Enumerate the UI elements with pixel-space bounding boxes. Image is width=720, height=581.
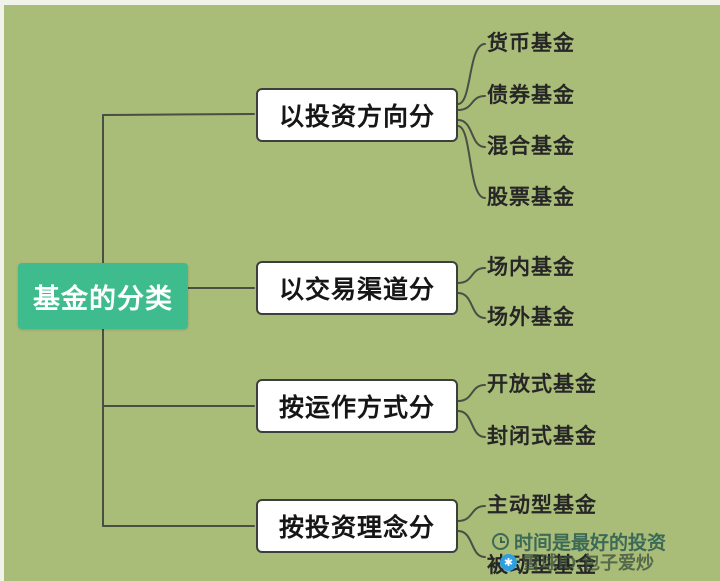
leaf-open-end-fund: 开放式基金: [487, 373, 597, 396]
left-border-strip: [0, 0, 4, 581]
leaf-connector: [457, 119, 486, 148]
branch-label: 按投资理念分: [278, 514, 435, 542]
leaf-active-fund: 主动型基金: [487, 494, 597, 517]
leaf-on-exchange-fund: 场内基金: [487, 256, 575, 279]
branch-node-investment-direction: 以投资方向分: [256, 88, 458, 142]
branch-label: 按运作方式分: [278, 394, 435, 422]
branch-label: 以交易渠道分: [278, 276, 435, 304]
branch-node-trading-channel: 以交易渠道分: [256, 261, 458, 315]
leaf-connector: [457, 95, 486, 111]
branch-label: 以投资方向分: [278, 103, 435, 131]
root-node-fund-classification: 基金的分类: [18, 263, 188, 329]
watermark-slogan-text: 时间是最好的投资: [514, 533, 667, 554]
watermark-id-text: 雪球ID:包子爱炒: [522, 553, 654, 573]
leaf-stock-fund: 股票基金: [487, 186, 575, 209]
root-label: 基金的分类: [33, 283, 173, 314]
branch-connector-1: [102, 113, 255, 116]
leaf-bond-fund: 债券基金: [487, 84, 575, 107]
xueqiu-logo-icon: ✱: [500, 553, 517, 571]
leaf-connector: [457, 505, 486, 522]
clock-icon: [492, 533, 509, 550]
leaf-money-fund: 货币基金: [487, 32, 575, 55]
leaf-hybrid-fund: 混合基金: [487, 135, 575, 158]
leaf-connector: [457, 384, 486, 402]
leaf-connector: [457, 292, 486, 319]
leaf-connector: [457, 43, 486, 105]
leaf-closed-end-fund: 封闭式基金: [487, 425, 597, 448]
leaf-connector: [457, 530, 486, 558]
leaf-off-exchange-fund: 场外基金: [487, 306, 575, 329]
leaf-connector: [457, 410, 486, 438]
top-border-strip: [0, 0, 720, 5]
leaf-connector: [457, 267, 486, 284]
leaf-connector: [457, 125, 486, 199]
branch-node-operation-mode: 按运作方式分: [256, 379, 458, 433]
watermark-slogan: 时间是最好的投资: [492, 528, 666, 555]
watermark-xueqiu-id: ✱ 雪球ID:包子爱炒: [500, 549, 654, 575]
branch-node-investment-philosophy: 按投资理念分: [256, 499, 458, 553]
